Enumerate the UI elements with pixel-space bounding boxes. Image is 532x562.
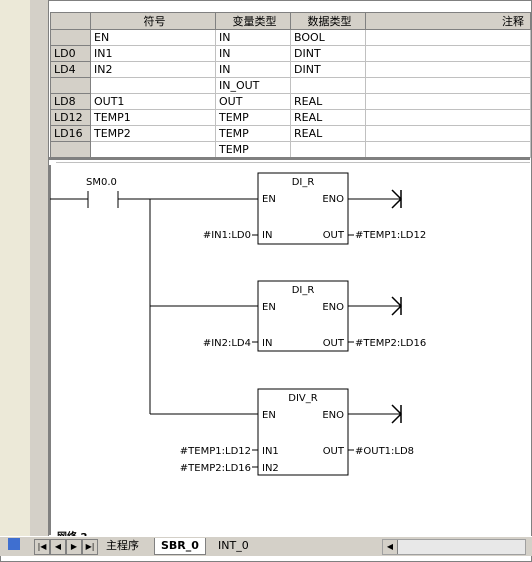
data-type-cell[interactable] bbox=[290, 77, 366, 94]
block-eno-pin: ENO bbox=[322, 302, 344, 313]
next-tab-button[interactable]: ▶ bbox=[66, 539, 82, 555]
block-3-in1-operand[interactable]: #TEMP1:LD12 bbox=[180, 446, 251, 457]
address-cell: LD12 bbox=[50, 109, 91, 126]
block-1-in-operand[interactable]: #IN1:LD0 bbox=[203, 230, 251, 241]
comment-cell[interactable] bbox=[365, 141, 531, 158]
block-in1-pin: IN1 bbox=[262, 446, 279, 457]
di-r-block-1[interactable]: DI_R EN ENO IN OUT bbox=[257, 172, 349, 245]
column-header-comment[interactable]: 注释 bbox=[365, 12, 531, 30]
data-type-cell[interactable]: BOOL bbox=[290, 29, 366, 46]
var-type-cell[interactable]: IN bbox=[215, 45, 291, 62]
comment-cell[interactable] bbox=[365, 77, 531, 94]
var-type-cell[interactable]: IN bbox=[215, 29, 291, 46]
contact-label[interactable]: SM0.0 bbox=[86, 177, 117, 188]
block-title: DIV_R bbox=[288, 393, 317, 404]
symbol-cell[interactable]: EN bbox=[90, 29, 216, 46]
data-type-cell[interactable]: REAL bbox=[290, 93, 366, 110]
symbol-cell[interactable]: IN2 bbox=[90, 61, 216, 78]
block-in-pin: IN bbox=[262, 230, 272, 241]
symbol-cell[interactable]: TEMP1 bbox=[90, 109, 216, 126]
comment-cell[interactable] bbox=[365, 109, 531, 126]
prev-tab-button[interactable]: ◀ bbox=[50, 539, 66, 555]
block-1-out-operand[interactable]: #TEMP1:LD12 bbox=[355, 230, 426, 241]
block-title: DI_R bbox=[292, 177, 315, 188]
comment-cell[interactable] bbox=[365, 45, 531, 62]
eno-arrow-icon bbox=[391, 404, 403, 424]
comment-cell[interactable] bbox=[365, 29, 531, 46]
block-in-pin: IN bbox=[262, 338, 272, 349]
column-header-address bbox=[50, 12, 91, 30]
symbol-cell[interactable]: OUT1 bbox=[90, 93, 216, 110]
tab-bar: |◀ ◀ ▶ ▶| 主程序 SBR_0 INT_0 ◀ bbox=[0, 536, 532, 556]
block-2-out-operand[interactable]: #TEMP2:LD16 bbox=[355, 338, 426, 349]
horizontal-scrollbar[interactable]: ◀ bbox=[382, 539, 526, 555]
tab-sbr-0[interactable]: SBR_0 bbox=[154, 538, 206, 555]
eno-arrow-icon bbox=[391, 189, 403, 209]
eno-arrow-icon bbox=[391, 296, 403, 316]
tab-main-program[interactable]: 主程序 bbox=[106, 539, 139, 552]
block-eno-pin: ENO bbox=[322, 194, 344, 205]
variable-row[interactable]: IN_OUT bbox=[50, 77, 531, 94]
block-en-pin: EN bbox=[262, 194, 276, 205]
first-tab-button[interactable]: |◀ bbox=[34, 539, 50, 555]
block-out-pin: OUT bbox=[323, 230, 345, 241]
block-in2-pin: IN2 bbox=[262, 463, 279, 474]
scroll-left-icon[interactable]: ◀ bbox=[383, 540, 398, 554]
separator-line bbox=[56, 162, 530, 163]
di-r-block-2[interactable]: DI_R EN ENO IN OUT bbox=[257, 280, 349, 352]
address-cell bbox=[50, 141, 91, 158]
block-en-pin: EN bbox=[262, 410, 276, 421]
block-eno-pin: ENO bbox=[322, 410, 344, 421]
symbol-cell[interactable] bbox=[90, 141, 216, 158]
var-type-cell[interactable]: OUT bbox=[215, 93, 291, 110]
editor-splitter[interactable] bbox=[48, 157, 530, 160]
network-gutter bbox=[30, 0, 49, 538]
var-type-cell[interactable]: TEMP bbox=[215, 125, 291, 142]
tab-int-0[interactable]: INT_0 bbox=[218, 539, 249, 552]
block-en-pin: EN bbox=[262, 302, 276, 313]
div-r-block[interactable]: DIV_R EN ENO IN1 IN2 OUT bbox=[257, 388, 349, 476]
block-3-in2-operand[interactable]: #TEMP2:LD16 bbox=[180, 463, 251, 474]
comment-cell[interactable] bbox=[365, 125, 531, 142]
block-3-out-operand[interactable]: #OUT1:LD8 bbox=[355, 446, 414, 457]
status-marker-icon bbox=[8, 538, 20, 550]
block-2-in-operand[interactable]: #IN2:LD4 bbox=[203, 338, 251, 349]
address-cell: LD0 bbox=[50, 45, 91, 62]
block-out-pin: OUT bbox=[323, 338, 345, 349]
block-out-pin: OUT bbox=[323, 446, 345, 457]
column-header-data-type[interactable]: 数据类型 bbox=[290, 12, 366, 30]
block-title: DI_R bbox=[292, 285, 315, 296]
address-cell: LD16 bbox=[50, 125, 91, 142]
last-tab-button[interactable]: ▶| bbox=[82, 539, 98, 555]
